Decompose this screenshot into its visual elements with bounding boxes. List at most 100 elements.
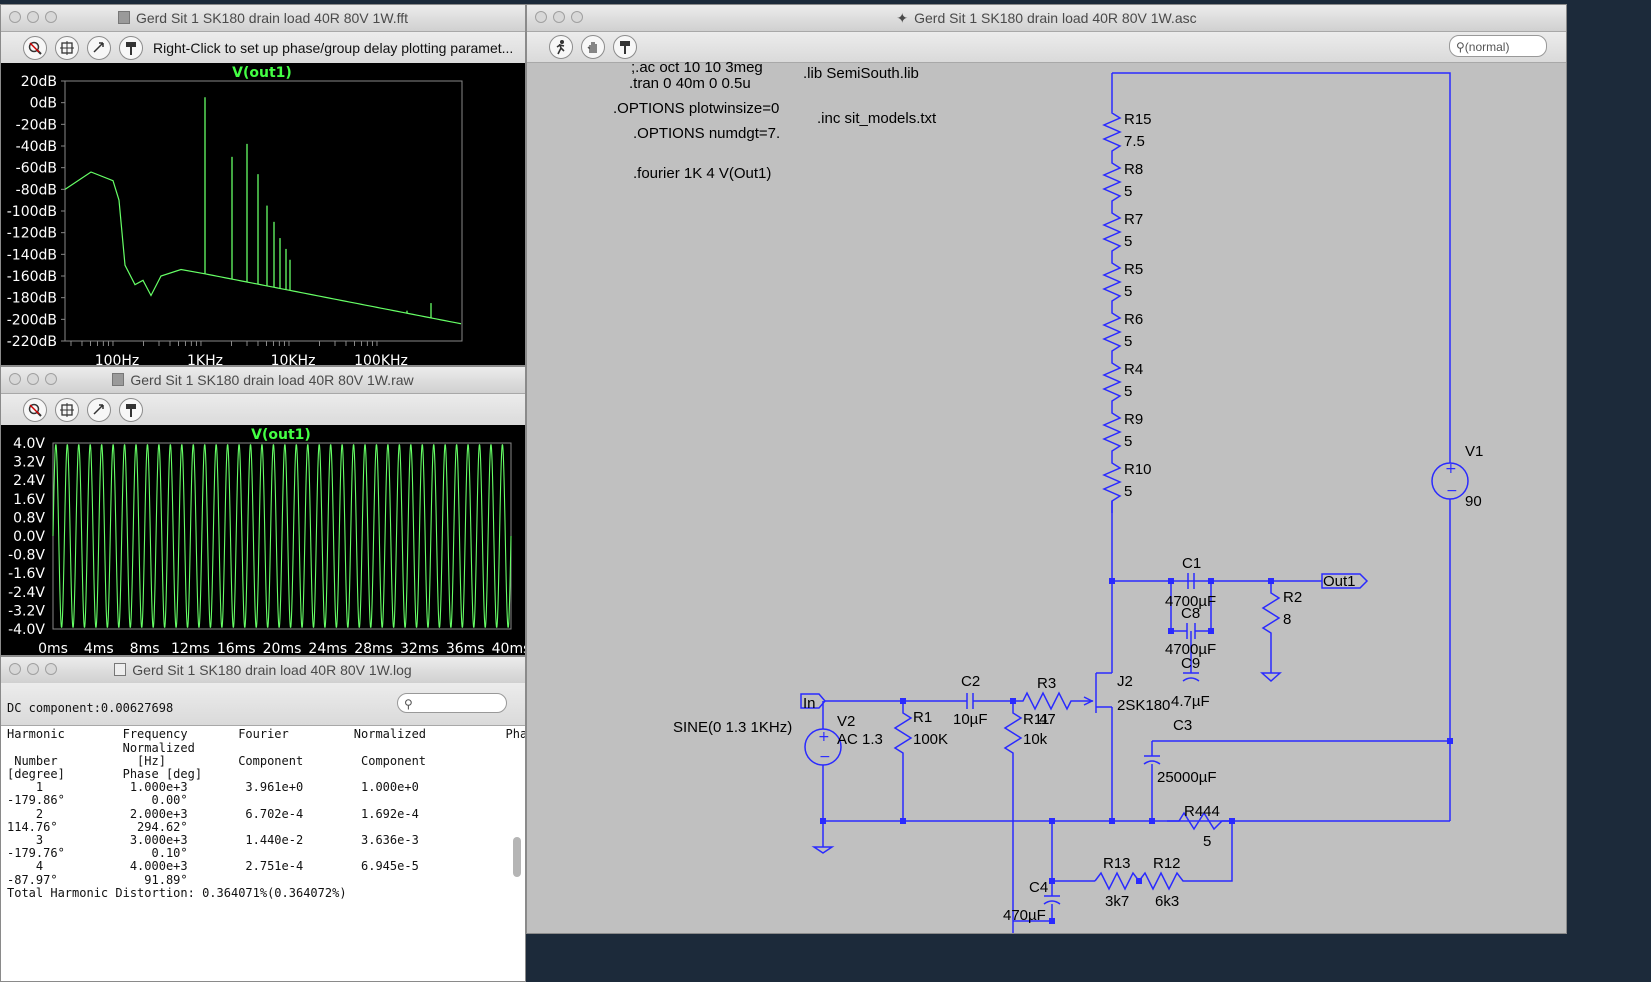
directive-lib[interactable]: .lib SemiSouth.lib <box>803 65 919 82</box>
close-button[interactable] <box>9 663 21 675</box>
component-r9-value[interactable]: 5 <box>1124 433 1133 450</box>
component-r12-name[interactable]: R12 <box>1153 855 1181 872</box>
component-r11-name[interactable]: R11 <box>1023 711 1050 728</box>
wire-junction <box>1109 818 1115 824</box>
schematic-canvas[interactable]: + − + − ;.ac oct 10 10 3meg .tran 0 40m … <box>527 59 1566 933</box>
component-j2-value[interactable]: 2SK180 <box>1117 697 1171 714</box>
autoscale-icon[interactable] <box>55 36 79 60</box>
component-r5-value[interactable]: 5 <box>1124 283 1133 300</box>
schematic-search-input[interactable]: ⚲(normal) <box>1449 35 1547 57</box>
component-c4-name[interactable]: C4 <box>1029 879 1049 896</box>
component-r6-name[interactable]: R6 <box>1124 311 1144 328</box>
port-out1[interactable]: Out1 <box>1323 573 1356 590</box>
close-button[interactable] <box>9 11 21 23</box>
zoom-button[interactable] <box>45 11 57 23</box>
component-c8-value[interactable]: 4700µF <box>1165 641 1217 658</box>
zoom-button[interactable] <box>45 663 57 675</box>
window-controls <box>9 663 57 675</box>
component-r15-value[interactable]: 7.5 <box>1124 133 1145 150</box>
minimize-button[interactable] <box>553 11 565 23</box>
component-r4-value[interactable]: 5 <box>1124 383 1133 400</box>
document-icon <box>117 11 130 24</box>
directive-fourier[interactable]: .fourier 1K 4 V(Out1) <box>633 165 772 182</box>
component-c3-value[interactable]: 25000µF <box>1157 769 1217 786</box>
halt-icon[interactable] <box>581 35 605 59</box>
log-search-input[interactable]: ⚲ <box>397 693 507 713</box>
component-v2-source[interactable]: SINE(0 1.3 1KHz) <box>673 719 793 736</box>
raw-x-tick: 32ms <box>400 641 439 656</box>
component-v2-name[interactable]: V2 <box>837 713 856 730</box>
component-v2-value[interactable]: AC 1.3 <box>837 731 883 748</box>
raw-y-tick: -0.8V <box>8 548 45 564</box>
port-in[interactable]: In <box>803 695 816 712</box>
component-r5-name[interactable]: R5 <box>1124 261 1144 278</box>
component-r9-name[interactable]: R9 <box>1124 411 1144 428</box>
minimize-button[interactable] <box>27 11 39 23</box>
directive-ac[interactable]: ;.ac oct 10 10 3meg <box>631 59 763 76</box>
component-r13-value[interactable]: 3k7 <box>1105 893 1130 910</box>
component-r10-name[interactable]: R10 <box>1124 461 1152 478</box>
component-c3-name[interactable]: C3 <box>1173 717 1193 734</box>
minimize-button[interactable] <box>27 373 39 385</box>
raw-titlebar[interactable]: Gerd Sit 1 SK180 drain load 40R 80V 1W.r… <box>1 367 525 394</box>
log-window-title: Gerd Sit 1 SK180 drain load 40R 80V 1W.l… <box>132 662 412 678</box>
pan-icon[interactable] <box>87 36 111 60</box>
probe-icon[interactable] <box>613 35 637 59</box>
component-c9-value[interactable]: 4.7µF <box>1171 693 1210 710</box>
zoom-button[interactable] <box>571 11 583 23</box>
directive-tran[interactable]: .tran 0 40m 0 0.5u <box>629 75 751 92</box>
component-r3-name[interactable]: R3 <box>1037 675 1057 692</box>
component-c8-name[interactable]: C8 <box>1181 605 1201 622</box>
probe-icon[interactable] <box>119 36 143 60</box>
probe-icon[interactable] <box>119 398 143 422</box>
component-r444-value[interactable]: 5 <box>1203 833 1212 850</box>
component-r1-name[interactable]: R1 <box>913 709 933 726</box>
component-c2-value[interactable]: 10µF <box>953 711 988 728</box>
raw-trace <box>52 444 512 628</box>
component-v1-name[interactable]: V1 <box>1465 443 1484 460</box>
run-icon[interactable] <box>549 35 573 59</box>
component-r1-value[interactable]: 100K <box>913 731 949 748</box>
component-r2-name[interactable]: R2 <box>1283 589 1303 606</box>
component-v1-value[interactable]: 90 <box>1465 493 1482 510</box>
close-button[interactable] <box>9 373 21 385</box>
component-r444-name[interactable]: R444 <box>1184 803 1220 820</box>
close-button[interactable] <box>535 11 547 23</box>
component-c1-value[interactable]: 4700µF <box>1165 593 1217 610</box>
component-r11-value[interactable]: 10k <box>1023 731 1048 748</box>
component-r8-name[interactable]: R8 <box>1124 161 1144 178</box>
component-c9-name[interactable]: C9 <box>1181 655 1201 672</box>
minimize-button[interactable] <box>27 663 39 675</box>
log-titlebar[interactable]: Gerd Sit 1 SK180 drain load 40R 80V 1W.l… <box>1 657 525 684</box>
component-r6-value[interactable]: 5 <box>1124 333 1133 350</box>
zoom-cancel-icon[interactable] <box>23 398 47 422</box>
component-c4-value[interactable]: 470µF <box>1003 907 1046 924</box>
pan-icon[interactable] <box>87 398 111 422</box>
component-r12-value[interactable]: 6k3 <box>1155 893 1180 910</box>
component-r4-name[interactable]: R4 <box>1124 361 1144 378</box>
component-r3-value[interactable]: 47 <box>1039 711 1056 728</box>
component-r8-value[interactable]: 5 <box>1124 183 1133 200</box>
schematic-titlebar[interactable]: ✦Gerd Sit 1 SK180 drain load 40R 80V 1W.… <box>527 5 1566 32</box>
component-r7-value[interactable]: 5 <box>1124 233 1133 250</box>
directive-options-numdgt[interactable]: .OPTIONS numdgt=7. <box>633 125 781 142</box>
fft-titlebar[interactable]: Gerd Sit 1 SK180 drain load 40R 80V 1W.f… <box>1 5 525 32</box>
component-r10-value[interactable]: 5 <box>1124 483 1133 500</box>
log-scrollbar[interactable] <box>513 837 521 877</box>
component-r7-name[interactable]: R7 <box>1124 211 1144 228</box>
component-c1-name[interactable]: C1 <box>1182 555 1202 572</box>
directive-inc[interactable]: .inc sit_models.txt <box>817 110 937 127</box>
component-r13-name[interactable]: R13 <box>1103 855 1131 872</box>
zoom-button[interactable] <box>45 373 57 385</box>
wire-junction <box>1168 578 1174 584</box>
directive-options-plotwinsize[interactable]: .OPTIONS plotwinsize=0 <box>613 100 780 117</box>
autoscale-icon[interactable] <box>55 398 79 422</box>
component-c2-name[interactable]: C2 <box>961 673 981 690</box>
component-j2-name[interactable]: J2 <box>1117 673 1133 690</box>
component-r2-value[interactable]: 8 <box>1283 611 1292 628</box>
zoom-cancel-icon[interactable] <box>23 36 47 60</box>
component-r15-name[interactable]: R15 <box>1124 111 1152 128</box>
